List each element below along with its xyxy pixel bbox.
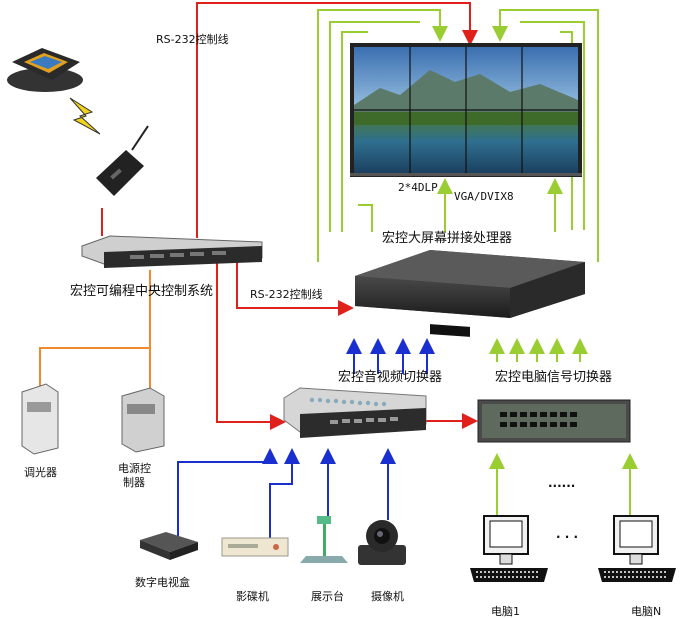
pc-switcher-label: 宏控电脑信号切换器 xyxy=(495,370,613,385)
visualizer-label: 展示台 xyxy=(311,590,344,603)
splicer-label: 宏控大屏幕拼接处理器 xyxy=(382,231,513,246)
visualizer-icon xyxy=(300,516,348,563)
wireless-receiver-icon xyxy=(96,125,149,196)
wireless-signal-icon xyxy=(69,97,101,135)
av-switcher-label: 宏控音视频切换器 xyxy=(338,370,443,385)
power-controller-label-1: 电源控 xyxy=(118,462,151,475)
central-control-label: 宏控可编程中央控制系统 xyxy=(70,284,214,299)
computer-n-icon xyxy=(598,515,676,582)
blue-av-lines xyxy=(177,338,435,540)
orange-power-lines xyxy=(39,270,151,388)
dvd-label: 影碟机 xyxy=(236,590,269,603)
dlp-label: 2*4DLP xyxy=(398,181,438,194)
video-wall-display xyxy=(350,43,582,177)
camera-label: 摄像机 xyxy=(371,590,404,603)
pcn-label: 电脑N xyxy=(631,605,662,618)
power-controller-unit xyxy=(121,387,165,453)
central-control-unit xyxy=(81,235,263,268)
touch-panel-icon xyxy=(7,48,83,92)
splicer-processor-unit xyxy=(355,250,585,337)
ellipsis-horizontal: ...... xyxy=(548,476,576,490)
settop-box-label: 数字电视盒 xyxy=(135,576,190,589)
red-rs232-lines xyxy=(101,2,478,430)
dvd-player-icon xyxy=(221,537,289,557)
power-controller-label-2: 制器 xyxy=(123,476,145,489)
vga-label: VGA/DVIX8 xyxy=(454,190,514,203)
av-switcher-unit xyxy=(283,387,427,438)
dimmer-label: 调光器 xyxy=(24,466,57,479)
rs232-top-label: RS-232控制线 xyxy=(156,33,229,46)
dimmer-unit xyxy=(21,383,59,455)
pc1-label: 电脑1 xyxy=(491,605,520,618)
ellipsis-middle: · · · xyxy=(556,530,579,544)
camera-icon xyxy=(358,520,406,565)
settop-box-icon xyxy=(140,532,198,560)
computer-1-icon xyxy=(470,515,548,582)
rs232-mid-label: RS-232控制线 xyxy=(250,288,323,301)
pc-switcher-unit xyxy=(477,399,631,443)
